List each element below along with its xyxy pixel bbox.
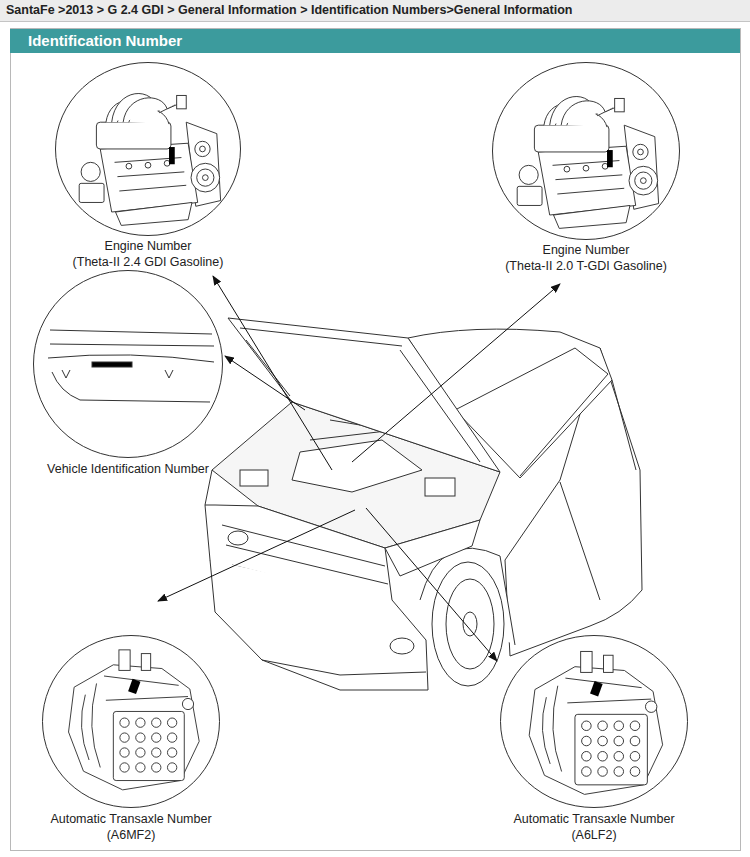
leader-arrow <box>158 510 355 601</box>
vehicle-drawing <box>425 478 455 496</box>
circle-outline <box>493 63 680 240</box>
vehicle-drawing <box>390 638 414 654</box>
part-label: Automatic Transaxle Number <box>50 811 211 827</box>
callout-label: Automatic Transaxle Number(A6LF2) <box>513 811 674 843</box>
part-label: (Theta-II 2.0 T-GDI Gasoline) <box>505 258 667 274</box>
vehicle-drawing <box>240 328 480 462</box>
vin-plate-drawing <box>48 330 214 402</box>
vehicle-drawing <box>560 380 636 600</box>
callout-circle: Automatic Transaxle Number(A6LF2) <box>500 635 688 808</box>
section-title: Identification Number <box>10 29 740 53</box>
part-label: (A6MF2) <box>50 827 211 843</box>
vehicle-drawing <box>228 318 500 472</box>
vehicle-drawing <box>205 318 642 690</box>
callout-circle: Automatic Transaxle Number(A6MF2) <box>42 635 220 808</box>
callout-label: Vehicle Identification Number <box>47 461 209 477</box>
callout-label: Engine Number(Theta-II 2.0 T-GDI Gasolin… <box>505 242 667 274</box>
circle-outline <box>55 62 241 236</box>
vehicle-drawing <box>292 440 422 492</box>
part-label: Vehicle Identification Number <box>47 461 209 477</box>
circle-outline <box>56 63 241 236</box>
leader-arrow <box>352 284 560 462</box>
part-label: Automatic Transaxle Number <box>513 811 674 827</box>
vin-plate-drawing <box>92 362 132 367</box>
engine-drawing <box>79 94 658 229</box>
frame-border <box>11 29 741 851</box>
vehicle-drawing <box>446 579 494 669</box>
circle-outline <box>42 635 220 808</box>
vin-plate-drawing <box>50 330 212 334</box>
circle-outline <box>33 270 223 458</box>
leader-arrow <box>225 356 305 410</box>
breadcrumb-text: SantaFe >2013 > G 2.4 GDI > General Info… <box>0 0 750 22</box>
vehicle-drawing <box>228 531 248 545</box>
engine-drawing <box>79 94 220 226</box>
vin-plate-drawing <box>48 355 214 362</box>
callout-circle: Engine Number(Theta-II 2.0 T-GDI Gasolin… <box>492 62 680 240</box>
part-label: (Theta-II 2.4 GDI Gasoline) <box>73 254 224 270</box>
circle-outline <box>43 636 220 808</box>
circle-outline <box>500 635 688 808</box>
vehicle-drawing <box>240 470 268 486</box>
callout-label: Automatic Transaxle Number(A6MF2) <box>50 811 211 843</box>
circle-outline <box>501 636 688 808</box>
leader-arrow <box>213 276 332 470</box>
callout-circle: Engine Number(Theta-II 2.4 GDI Gasoline) <box>55 62 241 236</box>
circle-outline <box>492 62 680 240</box>
vin-plate-drawing <box>52 372 210 402</box>
part-label: Engine Number <box>73 238 224 254</box>
leader-arrow <box>366 508 497 661</box>
transaxle-drawing <box>529 651 662 794</box>
callout-circle: Vehicle Identification Number <box>33 270 223 458</box>
engine-drawing <box>517 97 658 229</box>
vehicle-drawing <box>210 560 428 690</box>
part-label: Engine Number <box>505 242 667 258</box>
vehicle-drawing <box>385 520 480 576</box>
vin-plate-drawing <box>62 370 173 378</box>
leader-arrow <box>158 276 560 661</box>
transaxle-drawing <box>69 650 200 790</box>
callout-label: Engine Number(Theta-II 2.4 GDI Gasoline) <box>73 238 224 270</box>
vehicle-drawing <box>262 660 426 675</box>
circle-outline <box>34 271 223 458</box>
vin-plate-drawing <box>50 344 214 346</box>
vehicle-drawing <box>432 562 504 686</box>
part-label: (A6LF2) <box>513 827 674 843</box>
